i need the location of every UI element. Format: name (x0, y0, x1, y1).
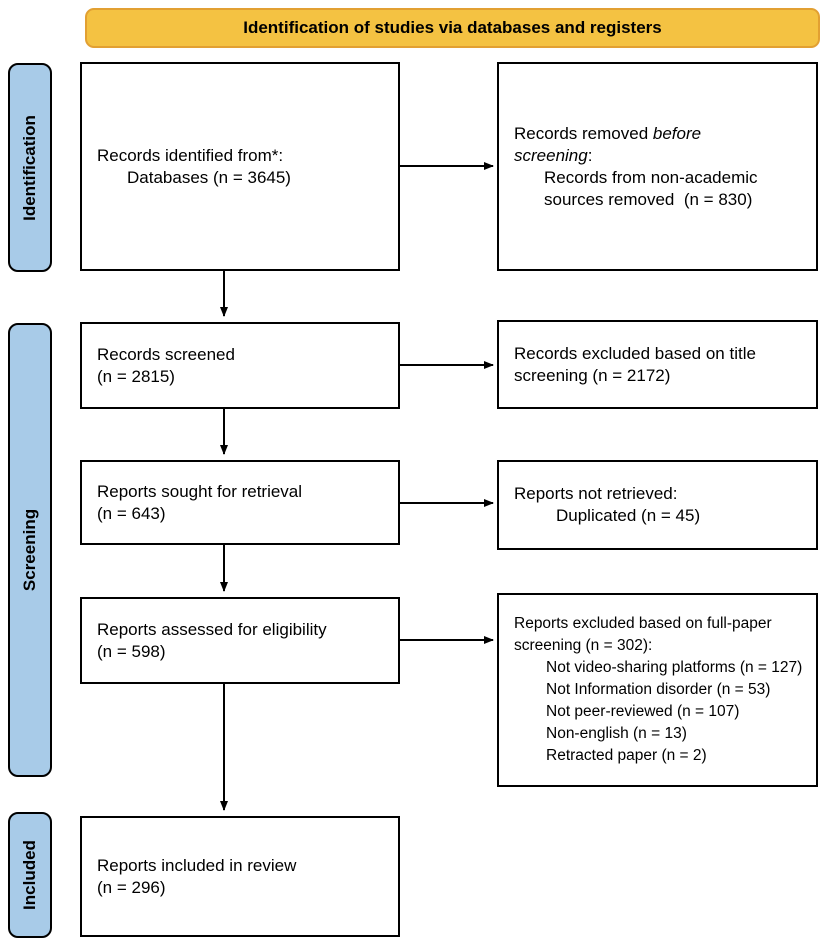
exclusion-reason: Not Information disorder (n = 53) (546, 681, 771, 698)
exclusion-reason: Not peer-reviewed (n = 107) (546, 703, 740, 720)
box-text-line: Records removed before (514, 123, 808, 145)
stage-label-identification-text: Identification (20, 114, 39, 221)
exclusion-reason: Non-english (n = 13) (546, 725, 687, 742)
box-text-italic: screening (514, 145, 588, 165)
box-text-line: (n = 643) (97, 503, 166, 523)
box-text-line: Reports included in review (97, 855, 297, 875)
stage-label-screening-text: Screening (20, 508, 40, 592)
box-records-removed: Records removed before screening: Record… (497, 62, 818, 271)
box-text-line: Reports sought for retrieval (97, 481, 303, 501)
box-text-line: Reports excluded based on full-paper scr… (514, 615, 776, 654)
header-title: Identification of studies via databases … (243, 18, 662, 37)
box-reports-assessed: Reports assessed for eligibility (n = 59… (80, 597, 400, 684)
exclusion-reasons: Not video-sharing platforms (n = 127) Not… (514, 657, 808, 767)
box-text-line: Records from non-academic sources remove… (544, 167, 763, 209)
box-text-line: Records identified from*: (97, 145, 284, 165)
box-records-excluded-title: Records excluded based on title screenin… (497, 320, 818, 409)
box-text-line: (n = 2815) (97, 366, 175, 386)
box-records-screened: Records screened (n = 2815) (80, 322, 400, 409)
box-reports-sought: Reports sought for retrieval (n = 643) (80, 460, 400, 545)
box-text-segment: : (587, 145, 593, 165)
box-text-line: (n = 598) (97, 641, 166, 661)
box-text-line: Reports assessed for eligibility (97, 619, 327, 639)
header-banner: Identification of studies via databases … (85, 8, 820, 48)
stage-label-included-text: Included (20, 840, 39, 910)
box-text-segment: Records removed (514, 123, 653, 143)
box-text-line: Records screened (97, 344, 235, 364)
box-text-line: Databases (n = 3645) (127, 167, 291, 187)
box-reports-included: Reports included in review (n = 296) (80, 816, 400, 937)
exclusion-reason: Not video-sharing platforms (n = 127) (546, 659, 803, 676)
stage-label-identification: Identification (8, 63, 52, 272)
stage-label-included: Included (8, 812, 52, 938)
box-text-italic: before (652, 123, 702, 143)
box-reports-not-retrieved: Reports not retrieved: Duplicated (n = 4… (497, 460, 818, 550)
box-text-line: Records excluded based on title screenin… (514, 343, 761, 385)
box-text-line: screening: (514, 145, 808, 167)
box-reports-excluded-fullpaper: Reports excluded based on full-paper scr… (497, 593, 818, 787)
box-text-line: (n = 296) (97, 877, 166, 897)
box-text-line: Reports not retrieved: (514, 484, 678, 503)
box-text-line: Duplicated (n = 45) (556, 506, 701, 525)
stage-label-screening: Screening (8, 323, 52, 777)
box-records-identified: Records identified from*: Databases (n =… (80, 62, 400, 271)
exclusion-reason: Retracted paper (n = 2) (546, 747, 707, 764)
